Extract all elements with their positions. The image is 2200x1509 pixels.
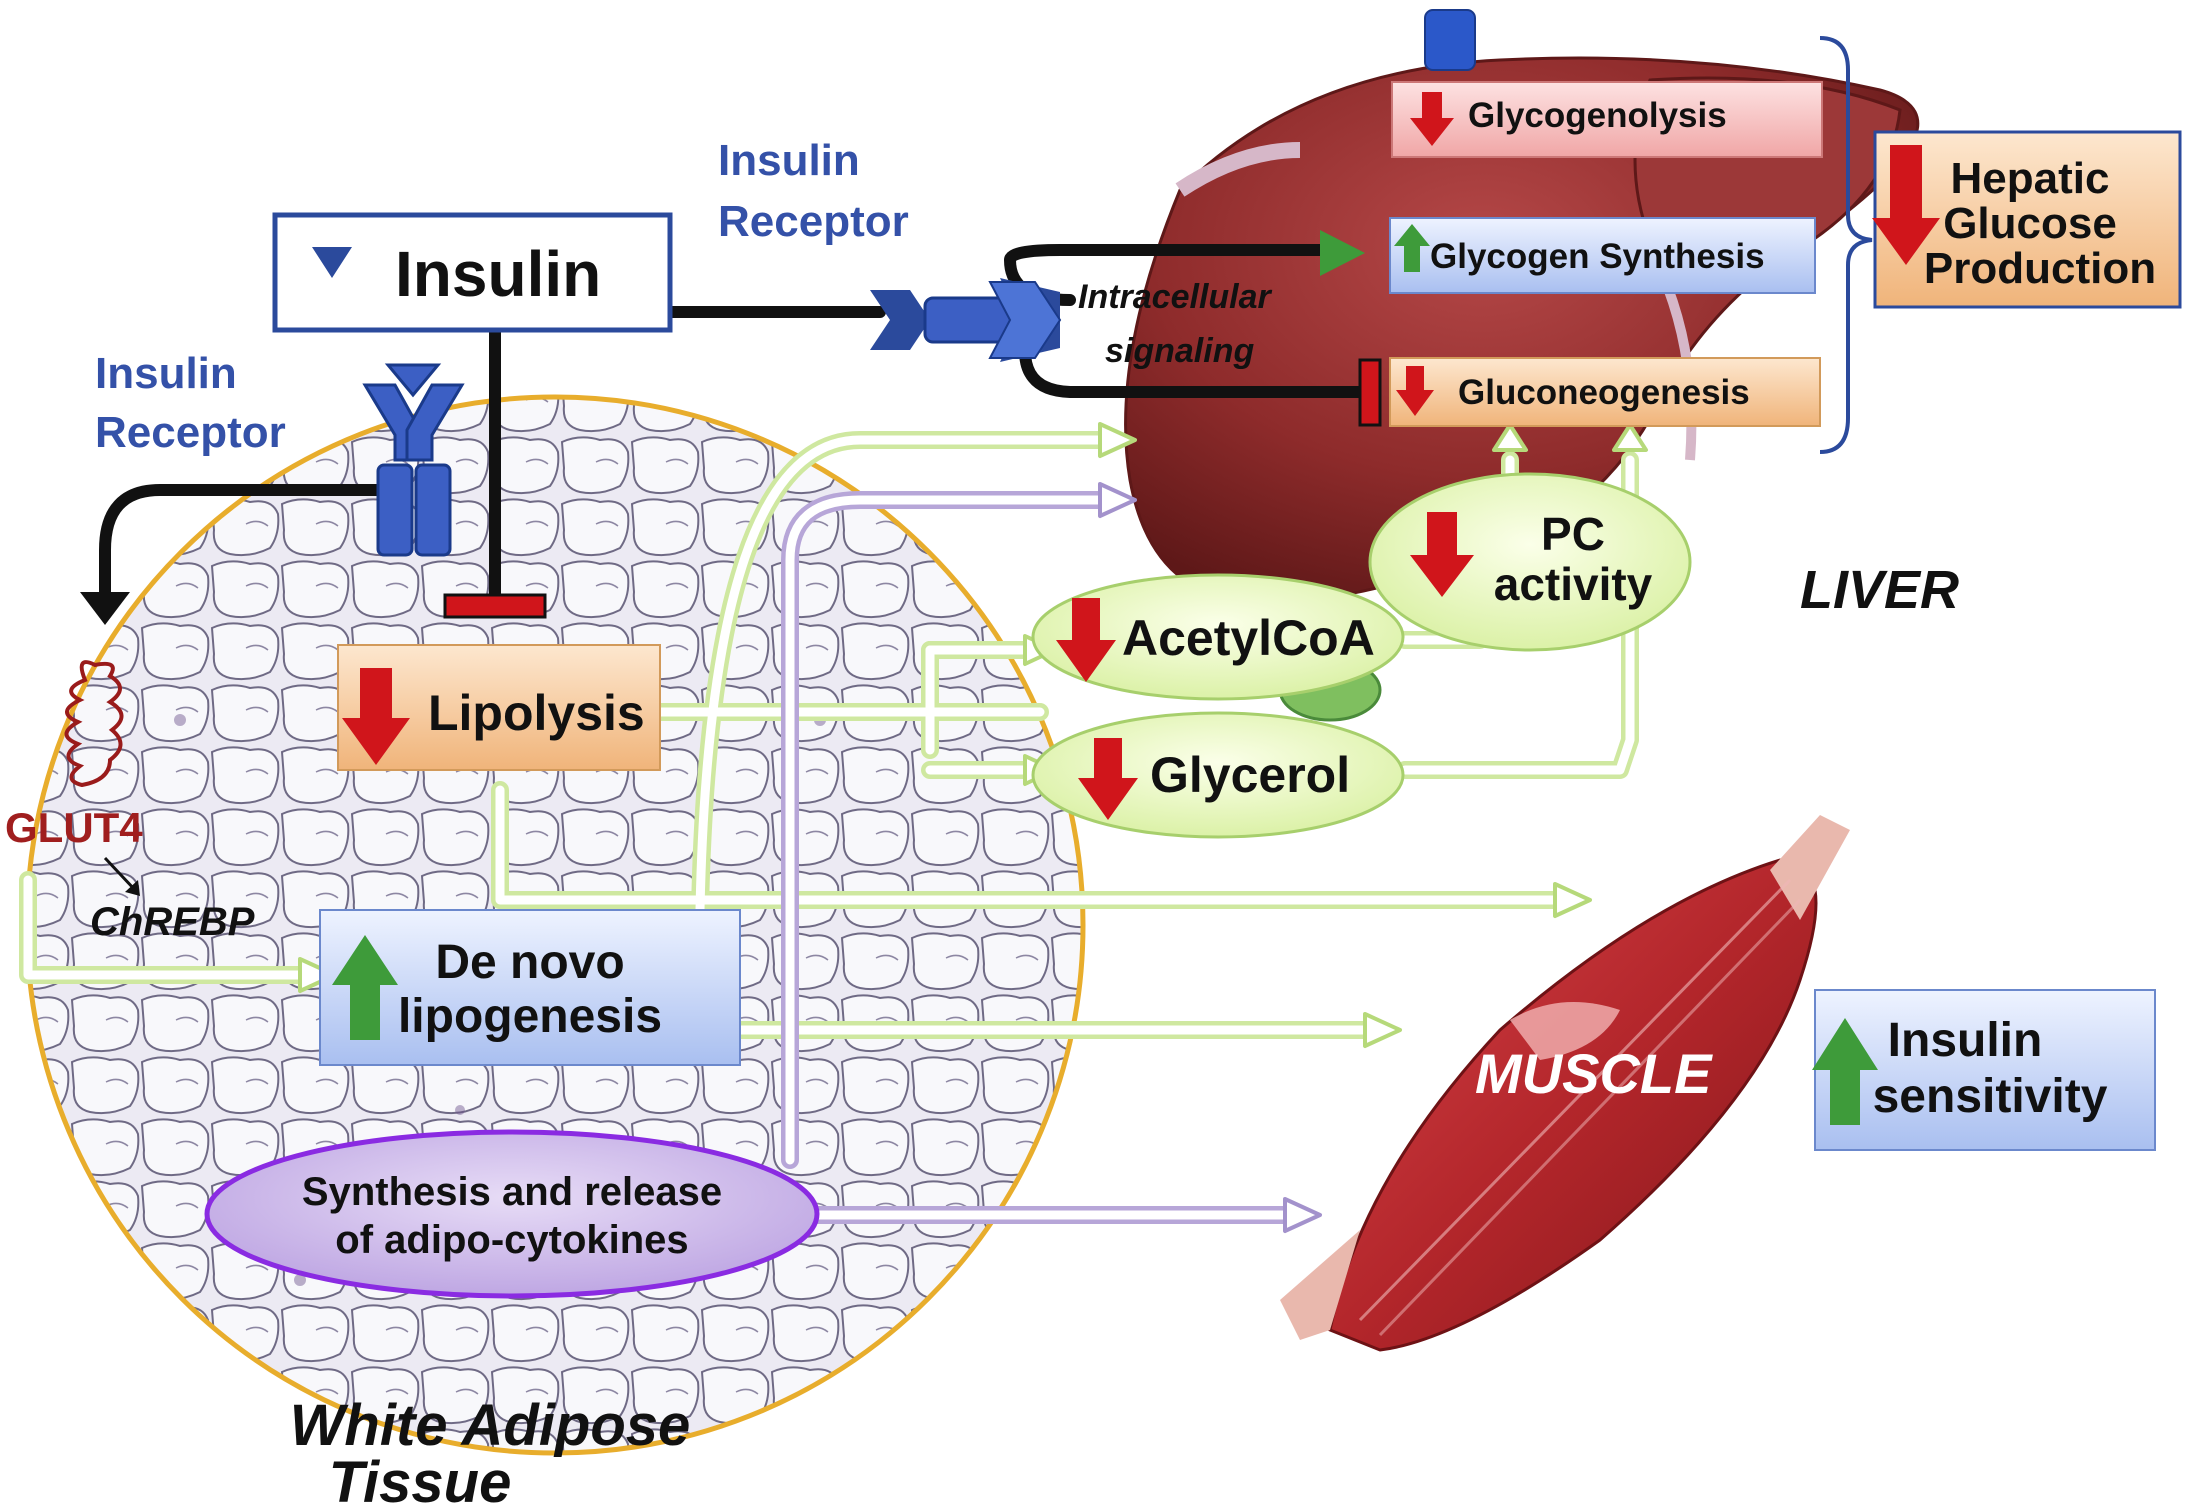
insulin-sensitivity-label-1: Insulin — [1888, 1014, 2043, 1067]
dnl-label-1: De novo — [435, 936, 624, 989]
lipolysis-label: Lipolysis — [428, 685, 645, 741]
hgp-label-3: Production — [1924, 244, 2156, 293]
down-arrow-icon — [1078, 738, 1138, 820]
gluconeogenesis-label: Gluconeogenesis — [1458, 373, 1750, 412]
up-arrow-icon — [332, 935, 398, 1040]
insulin-receptor-label-top-2: Receptor — [718, 197, 909, 246]
acetylcoa-ellipse: AcetylCoA — [1031, 573, 1405, 701]
glycerol-ellipse: Glycerol — [1031, 711, 1405, 839]
muscle-illustration — [1280, 815, 1850, 1352]
insulin-receptor-label-top-1: Insulin — [718, 136, 860, 185]
gluconeogenesis-box: Gluconeogenesis — [1389, 357, 1821, 427]
glycogenolysis-label: Glycogenolysis — [1468, 96, 1727, 135]
hepatic-glucose-production-box: Hepatic Glucose Production — [1872, 130, 2182, 309]
insulin-label: Insulin — [395, 238, 601, 310]
down-arrow-icon — [342, 668, 410, 765]
inhibit-bar-gluconeogenesis — [1358, 358, 1382, 427]
glut4-to-chrebp-arrow — [103, 856, 137, 892]
arrowhead-to-glycogen-synthesis — [1320, 230, 1365, 276]
intracellular-signaling-label-1: Intracellular — [1078, 278, 1273, 316]
glycerol-label: Glycerol — [1150, 747, 1350, 803]
cytokines-label-1: Synthesis and release — [302, 1170, 722, 1214]
acetylcoa-label: AcetylCoA — [1122, 610, 1375, 666]
pc-label-1: PC — [1541, 508, 1605, 560]
hgp-label-2: Glucose — [1943, 199, 2117, 248]
up-arrow-icon — [1812, 1018, 1878, 1125]
down-arrow-icon — [1056, 598, 1116, 682]
adipo-cytokines-ellipse: Synthesis and release of adipo-cytokines — [204, 1129, 820, 1299]
lipolysis-box: Lipolysis — [337, 644, 661, 771]
insulin-receptor-label-left-2: Receptor — [95, 408, 286, 457]
insulin-receptor-icon-top — [870, 278, 1062, 362]
insulin-receptor-label-left-1: Insulin — [95, 349, 237, 398]
adipose-title-2: Tissue — [329, 1450, 512, 1509]
down-arrow-icon — [1410, 92, 1454, 146]
glut4-label: GLUT4 — [5, 804, 143, 851]
adipose-title-1: White Adipose — [290, 1393, 691, 1458]
down-arrow-icon — [1396, 366, 1434, 416]
cytokines-label-2: of adipo-cytokines — [335, 1218, 688, 1262]
arrowhead — [125, 880, 140, 896]
arrowhead-to-glut4 — [80, 592, 130, 625]
pc-label-2: activity — [1494, 558, 1653, 610]
dnl-label-2: lipogenesis — [398, 990, 662, 1043]
liver-title: LIVER — [1800, 560, 1959, 620]
down-arrow-icon — [1872, 145, 1940, 265]
glycogen-synthesis-box: Glycogen Synthesis — [1389, 217, 1816, 294]
purple-flow-arrows — [781, 482, 1322, 1233]
glycogenolysis-box: Glycogenolysis — [1391, 81, 1823, 158]
liver-brace — [1819, 36, 1873, 454]
inhibit-bar-lipolysis — [443, 593, 547, 619]
insulin-sensitivity-label-2: sensitivity — [1873, 1070, 2108, 1123]
chrebp-label: ChREBP — [90, 900, 255, 944]
muscle-title: MUSCLE — [1475, 1042, 1713, 1105]
pc-activity-ellipse: PC activity — [1368, 472, 1692, 652]
glut4-transporter-icon — [64, 660, 124, 788]
glycogen-synthesis-label: Glycogen Synthesis — [1430, 237, 1765, 276]
up-arrow-icon — [1394, 224, 1430, 272]
insulin-receptor-icon-left — [362, 363, 465, 557]
hgp-label-1: Hepatic — [1951, 154, 2110, 203]
down-arrow-icon — [1410, 512, 1474, 597]
intracellular-signaling-label-2: signaling — [1105, 332, 1254, 370]
de-novo-lipogenesis-box: De novo lipogenesis — [319, 909, 741, 1066]
insulin-box: Insulin — [272, 212, 673, 333]
insulin-sensitivity-box: Insulin sensitivity — [1812, 989, 2156, 1151]
